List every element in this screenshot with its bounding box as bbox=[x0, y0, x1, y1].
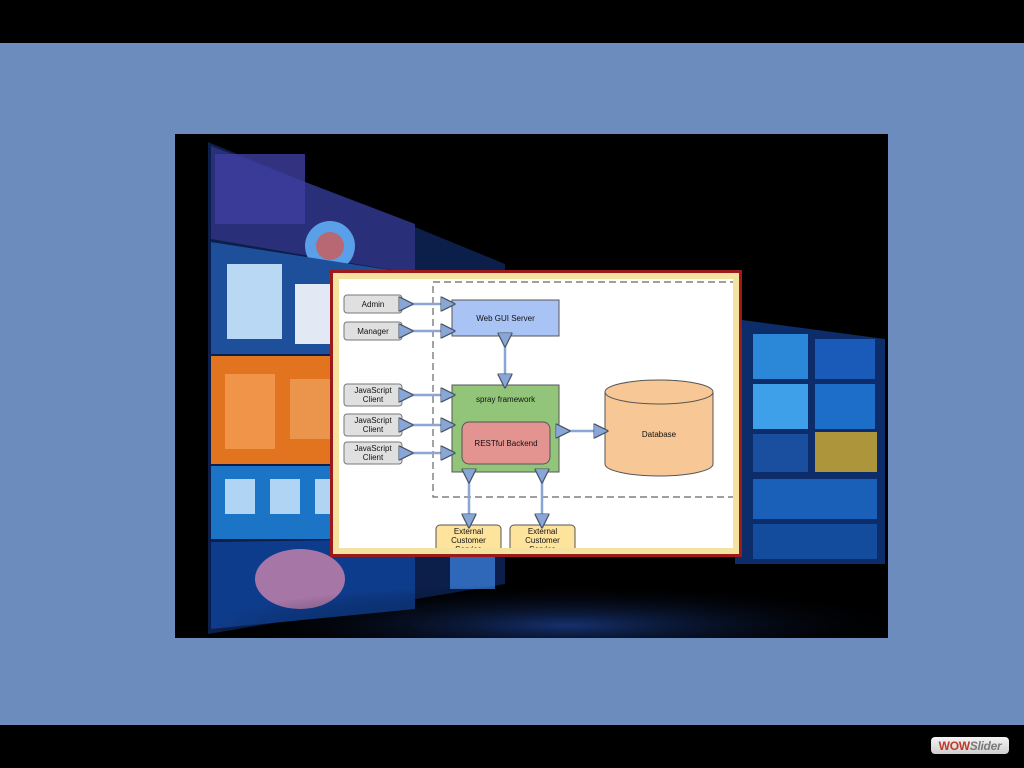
web-gui-server-box bbox=[451, 299, 560, 337]
diagram-shapes bbox=[343, 281, 733, 548]
database-cylinder bbox=[604, 392, 714, 477]
wowslider-brand-part2: Slider bbox=[969, 738, 1002, 753]
js-client-label-1: JavaScript Client bbox=[354, 386, 392, 404]
spray-framework-label: spray framework bbox=[475, 394, 536, 404]
js-client-label-3: JavaScript Client bbox=[354, 444, 392, 462]
js-client-label-2: JavaScript Client bbox=[354, 416, 392, 434]
screen-wall-graphic bbox=[175, 134, 888, 638]
architecture-diagram: Admin Manager Web GUI Server JavaScript … bbox=[339, 279, 733, 548]
external-service-label-2: External Customer Service bbox=[525, 526, 560, 549]
admin-label: Admin bbox=[361, 299, 385, 309]
letterbox-bottom bbox=[0, 725, 1024, 768]
web-gui-server-label: Web GUI Server bbox=[476, 313, 535, 323]
architecture-diagram-frame: Admin Manager Web GUI Server JavaScript … bbox=[330, 270, 742, 557]
manager-label: Manager bbox=[357, 326, 389, 336]
restful-backend-label: RESTful Backend bbox=[474, 438, 538, 448]
database-top bbox=[604, 379, 714, 405]
external-service-label-1: External Customer Service bbox=[451, 526, 486, 549]
database-label: Database bbox=[641, 429, 677, 439]
wowslider-brand-part1: WOW bbox=[938, 738, 970, 753]
letterbox-top bbox=[0, 0, 1024, 43]
restful-backend-box bbox=[461, 421, 551, 465]
